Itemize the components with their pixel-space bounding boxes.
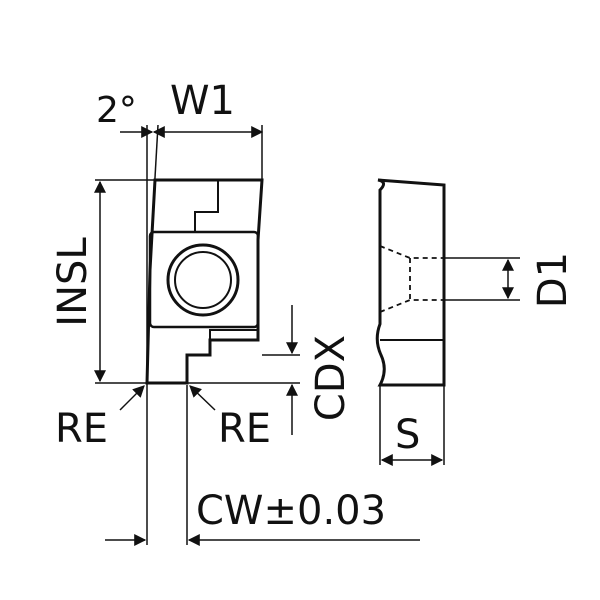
cdx-label: CDX (308, 335, 354, 421)
side-hole-countersink (379, 245, 444, 313)
extension-lines (95, 124, 520, 545)
insert-front-view (145, 178, 264, 385)
insert-top-step (194, 180, 219, 232)
insl-label: INSL (50, 237, 96, 327)
re-left-label: RE (55, 406, 108, 452)
insert-outline (145, 178, 264, 385)
insert-side-view (375, 178, 446, 387)
re-right-label: RE (218, 406, 271, 452)
insert-pocket (148, 230, 260, 329)
re-right-leader (189, 385, 216, 411)
s-label: S (395, 412, 420, 458)
screw-hole-outer (166, 243, 240, 317)
re-left-leader (119, 385, 145, 411)
d1-label: D1 (530, 252, 576, 308)
w1-label: W1 (170, 78, 235, 124)
screw-hole-inner (174, 251, 232, 309)
side-outline (375, 178, 446, 387)
insert-inner-step (209, 329, 258, 340)
dimension-lines (94, 126, 514, 546)
angle-label: 2° (96, 90, 137, 131)
cw-label: CW±0.03 (196, 488, 386, 534)
